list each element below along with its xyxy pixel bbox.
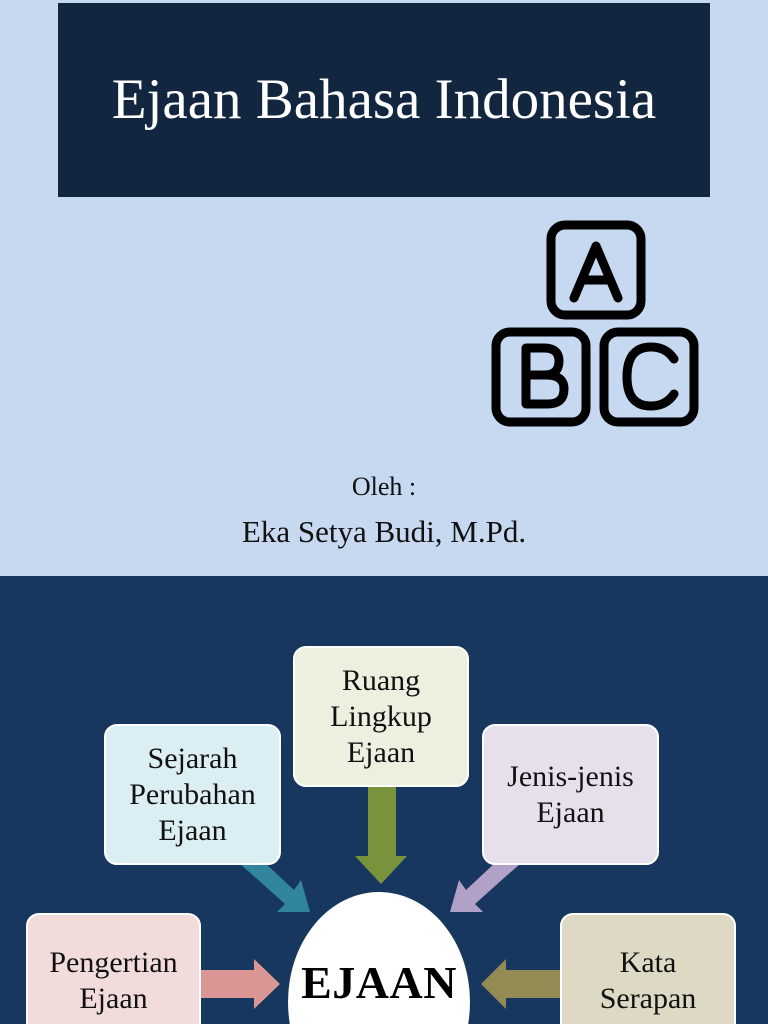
center-label: EJAAN [301,957,457,1008]
arrow-kata-serapan [481,959,560,1009]
diagram-arrows [200,786,560,1009]
node-label: Jenis-jenis Ejaan [507,759,634,829]
arrow-ruang-lingkup [355,786,407,884]
node-label: Ruang Lingkup Ejaan [330,663,432,769]
title-slide: Ejaan Bahasa Indonesia Oleh : Eka Setya … [58,3,710,549]
title-banner: Ejaan Bahasa Indonesia [58,3,710,197]
node-kata-serapan: Kata Serapan [560,913,736,1024]
arrow-pengertian [200,959,280,1009]
node-sejarah-perubahan: Sejarah Perubahan Ejaan [104,724,281,865]
node-label: Pengertian Ejaan [49,946,178,1015]
diagram-slide: Ruang Lingkup Ejaan Sejarah Perubahan Ej… [0,576,768,1024]
arrow-sejarah [240,862,310,912]
node-label: Sejarah Perubahan Ejaan [129,741,256,847]
slide-title: Ejaan Bahasa Indonesia [111,67,657,131]
node-pengertian: Pengertian Ejaan [26,913,201,1024]
arrow-jenis-jenis [450,862,520,912]
abc-blocks-icon [491,220,699,427]
by-label: Oleh : [351,472,417,501]
author-name: Eka Setya Budi, M.Pd. [241,514,527,549]
node-ruang-lingkup: Ruang Lingkup Ejaan [293,646,469,787]
node-jenis-jenis: Jenis-jenis Ejaan [482,724,659,865]
node-label: Kata Serapan [599,946,697,1015]
